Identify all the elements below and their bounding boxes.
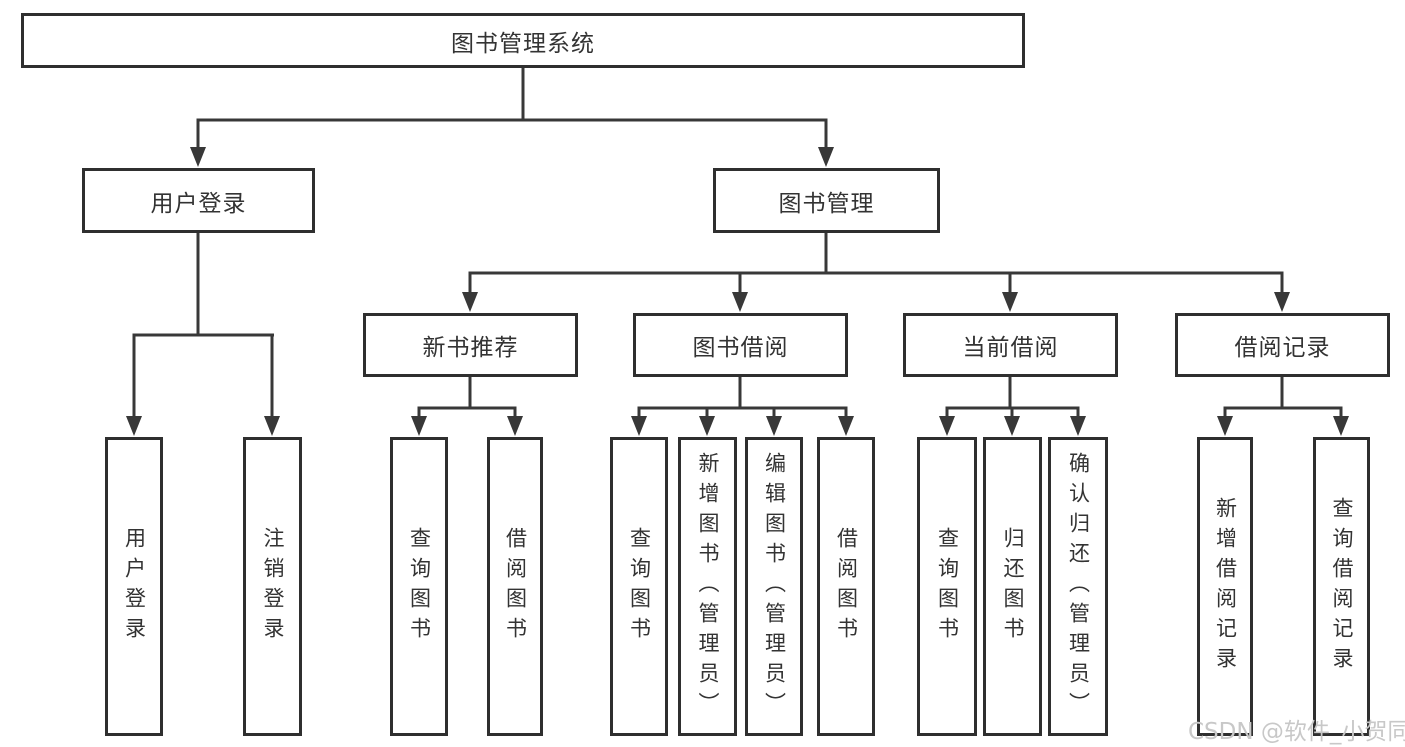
leaf-current-query-books-label: 查询图书: [935, 526, 960, 647]
leaf-borrow-query-books: 查询图书: [610, 437, 668, 736]
leaf-borrow-borrow-books-label: 借阅图书: [834, 526, 859, 647]
leaf-return-books: 归还图书: [983, 437, 1042, 736]
leaf-return-books-label: 归还图书: [1001, 526, 1025, 647]
leaf-logout-login: 注销登录: [243, 437, 302, 736]
node-new-book-recommend-label: 新书推荐: [422, 335, 519, 361]
node-current-borrow-label: 当前借阅: [962, 335, 1059, 361]
leaf-add-borrow-record: 新增借阅记录: [1197, 437, 1253, 736]
node-book-management-label: 图书管理: [778, 190, 875, 217]
node-user-login: 用户登录: [82, 168, 315, 233]
arrowheads: [126, 147, 1349, 436]
leaf-add-books-admin-label: 新增图书（管理员）: [696, 451, 720, 722]
leaf-add-books-admin: 新增图书（管理员）: [678, 437, 737, 736]
leaf-user-login-label: 用户登录: [122, 526, 147, 647]
leaf-borrow-query-books-label: 查询图书: [627, 526, 652, 647]
node-book-borrow: 图书借阅: [633, 313, 848, 377]
leaf-confirm-return-admin-label: 确认归还（管理员）: [1066, 451, 1091, 722]
leaf-recommend-borrow-books-label: 借阅图书: [503, 526, 528, 647]
csdn-watermark: CSDN @软件_小贺同学: [1188, 719, 1405, 745]
node-book-management: 图书管理: [713, 168, 940, 233]
leaf-user-login: 用户登录: [105, 437, 163, 736]
leaf-recommend-query-books-label: 查询图书: [407, 526, 432, 647]
node-root: 图书管理系统: [21, 13, 1025, 68]
node-book-borrow-label: 图书借阅: [692, 335, 789, 361]
node-borrow-records: 借阅记录: [1175, 313, 1390, 377]
leaf-recommend-borrow-books: 借阅图书: [487, 437, 543, 736]
node-user-login-label: 用户登录: [150, 190, 247, 217]
leaf-edit-books-admin-label: 编辑图书（管理员）: [762, 451, 787, 722]
node-borrow-records-label: 借阅记录: [1234, 335, 1331, 361]
node-root-label: 图书管理系统: [451, 30, 595, 57]
leaf-query-borrow-record: 查询借阅记录: [1313, 437, 1370, 736]
leaf-query-borrow-record-label: 查询借阅记录: [1330, 496, 1354, 677]
node-new-book-recommend: 新书推荐: [363, 313, 578, 377]
node-current-borrow: 当前借阅: [903, 313, 1118, 377]
leaf-recommend-query-books: 查询图书: [390, 437, 448, 736]
leaf-current-query-books: 查询图书: [917, 437, 977, 736]
leaf-confirm-return-admin: 确认归还（管理员）: [1048, 437, 1108, 736]
leaf-edit-books-admin: 编辑图书（管理员）: [745, 437, 803, 736]
leaf-logout-login-label: 注销登录: [261, 526, 285, 647]
leaf-add-borrow-record-label: 新增借阅记录: [1213, 496, 1238, 677]
leaf-borrow-borrow-books: 借阅图书: [817, 437, 875, 736]
